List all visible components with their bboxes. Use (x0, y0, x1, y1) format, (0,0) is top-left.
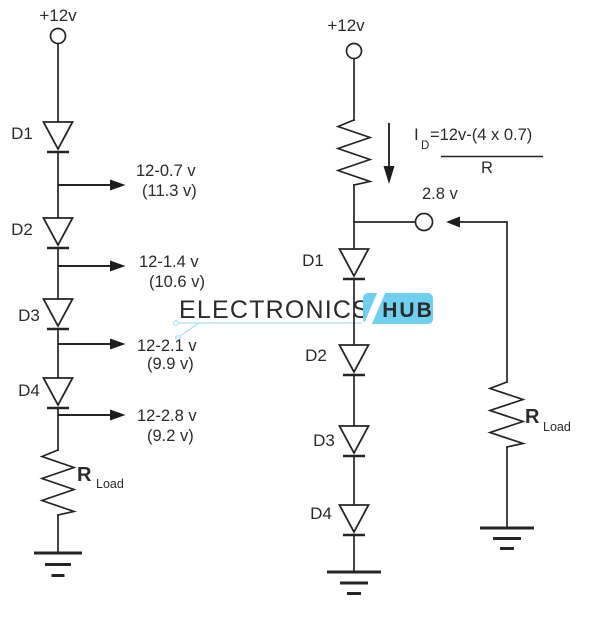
current-arrow (383, 123, 395, 184)
left-circuit: +12v D1 D2 D3 D4 12-0.7 v (11.3 v (11, 6, 205, 577)
watermark-bolt-slash (363, 291, 386, 326)
tap-expression: 12-2.1 v (137, 337, 197, 355)
watermark-trace-dot-2 (175, 335, 181, 341)
supply-voltage-label: +12v (327, 16, 365, 35)
current-formula: I D =12v-(4 x 0.7) R (414, 125, 543, 177)
ground-symbol (327, 570, 381, 595)
tap-arrow-icon (110, 338, 126, 350)
diode-triangle (337, 248, 371, 278)
resistor-symbol (39, 448, 78, 517)
voltage-tap-2: 12-1.4 v (10.6 v) (58, 253, 205, 291)
node-voltage-label: 2.8 v (422, 185, 459, 203)
tap-expression: 12-0.7 v (136, 162, 196, 180)
tap-value: (11.3 v) (142, 182, 197, 200)
feedback-arrow-icon (446, 216, 460, 228)
tap-expression: 12-2.8 v (137, 407, 197, 425)
diode-triangle (41, 217, 75, 247)
load-resistor-label: R (77, 464, 92, 486)
diode-label-d3: D3 (18, 306, 40, 325)
diode-label-d1: D1 (302, 251, 324, 270)
watermark-trace-dot-1 (173, 320, 179, 326)
ground-symbol (480, 526, 534, 550)
diode-label-d2: D2 (305, 346, 327, 365)
supply-voltage-label: +12v (39, 6, 77, 25)
supply-terminal (345, 42, 363, 60)
tap-value: (9.9 v) (147, 355, 194, 373)
series-resistor-symbol (335, 118, 374, 187)
diode-symbol-d2 (337, 344, 371, 377)
current-symbol: I (414, 125, 419, 144)
diode-symbol-d3 (41, 298, 75, 331)
voltage-tap-4: 12-2.8 v (9.2 v) (58, 407, 197, 445)
right-circuit: +12v I D =12v-(4 x 0.7) R 2.8 v (302, 16, 571, 595)
diode-label-d1: D1 (11, 124, 33, 143)
diode-triangle (337, 344, 371, 374)
watermark-brand-text: ELECTRONICS (179, 296, 370, 324)
diode-label-d3: D3 (313, 431, 335, 450)
diode-triangle (337, 504, 371, 534)
tap-expression: 12-1.4 v (139, 253, 199, 271)
diode-triangle (337, 425, 371, 455)
voltage-tap-1: 12-0.7 v (11.3 v) (58, 162, 197, 200)
tap-arrow-icon (110, 409, 126, 421)
tap-value: (10.6 v) (149, 273, 205, 291)
supply-terminal (49, 27, 67, 45)
current-subscript: D (421, 140, 429, 152)
diode-symbol-d1 (41, 121, 75, 154)
diode-symbol-d2 (41, 217, 75, 250)
ground-symbol (34, 551, 82, 577)
voltage-tap-3: 12-2.1 v (9.9 v) (58, 337, 197, 373)
diode-triangle (41, 121, 75, 151)
load-resistor-subscript: Load (96, 477, 124, 491)
current-arrow-icon (383, 166, 395, 184)
formula-denominator: R (481, 159, 493, 177)
load-resistor-subscript: Load (543, 420, 571, 434)
diode-label-d4: D4 (310, 504, 332, 523)
diode-symbol-d3 (337, 425, 371, 458)
diode-label-d4: D4 (18, 381, 40, 400)
diode-symbol-d4 (337, 504, 371, 537)
tap-arrow-icon (110, 179, 126, 191)
tap-value: (9.2 v) (147, 427, 194, 445)
watermark-badge-text: HUB (382, 299, 434, 322)
load-resistor-label: R (525, 406, 540, 428)
load-branch-wire (458, 221, 508, 383)
watermark: ELECTRONICS HUB (173, 291, 434, 341)
watermark-trace-diagonal (179, 322, 200, 337)
diode-triangle (41, 377, 75, 407)
formula-numerator: =12v-(4 x 0.7) (430, 126, 532, 144)
tap-arrow-icon (110, 260, 126, 272)
diode-symbol-d1 (337, 248, 371, 281)
diode-label-d2: D2 (11, 220, 33, 239)
diode-symbol-d4 (41, 377, 75, 410)
output-terminal (414, 212, 434, 232)
diode-triangle (41, 298, 75, 328)
load-resistor-symbol (487, 380, 527, 449)
